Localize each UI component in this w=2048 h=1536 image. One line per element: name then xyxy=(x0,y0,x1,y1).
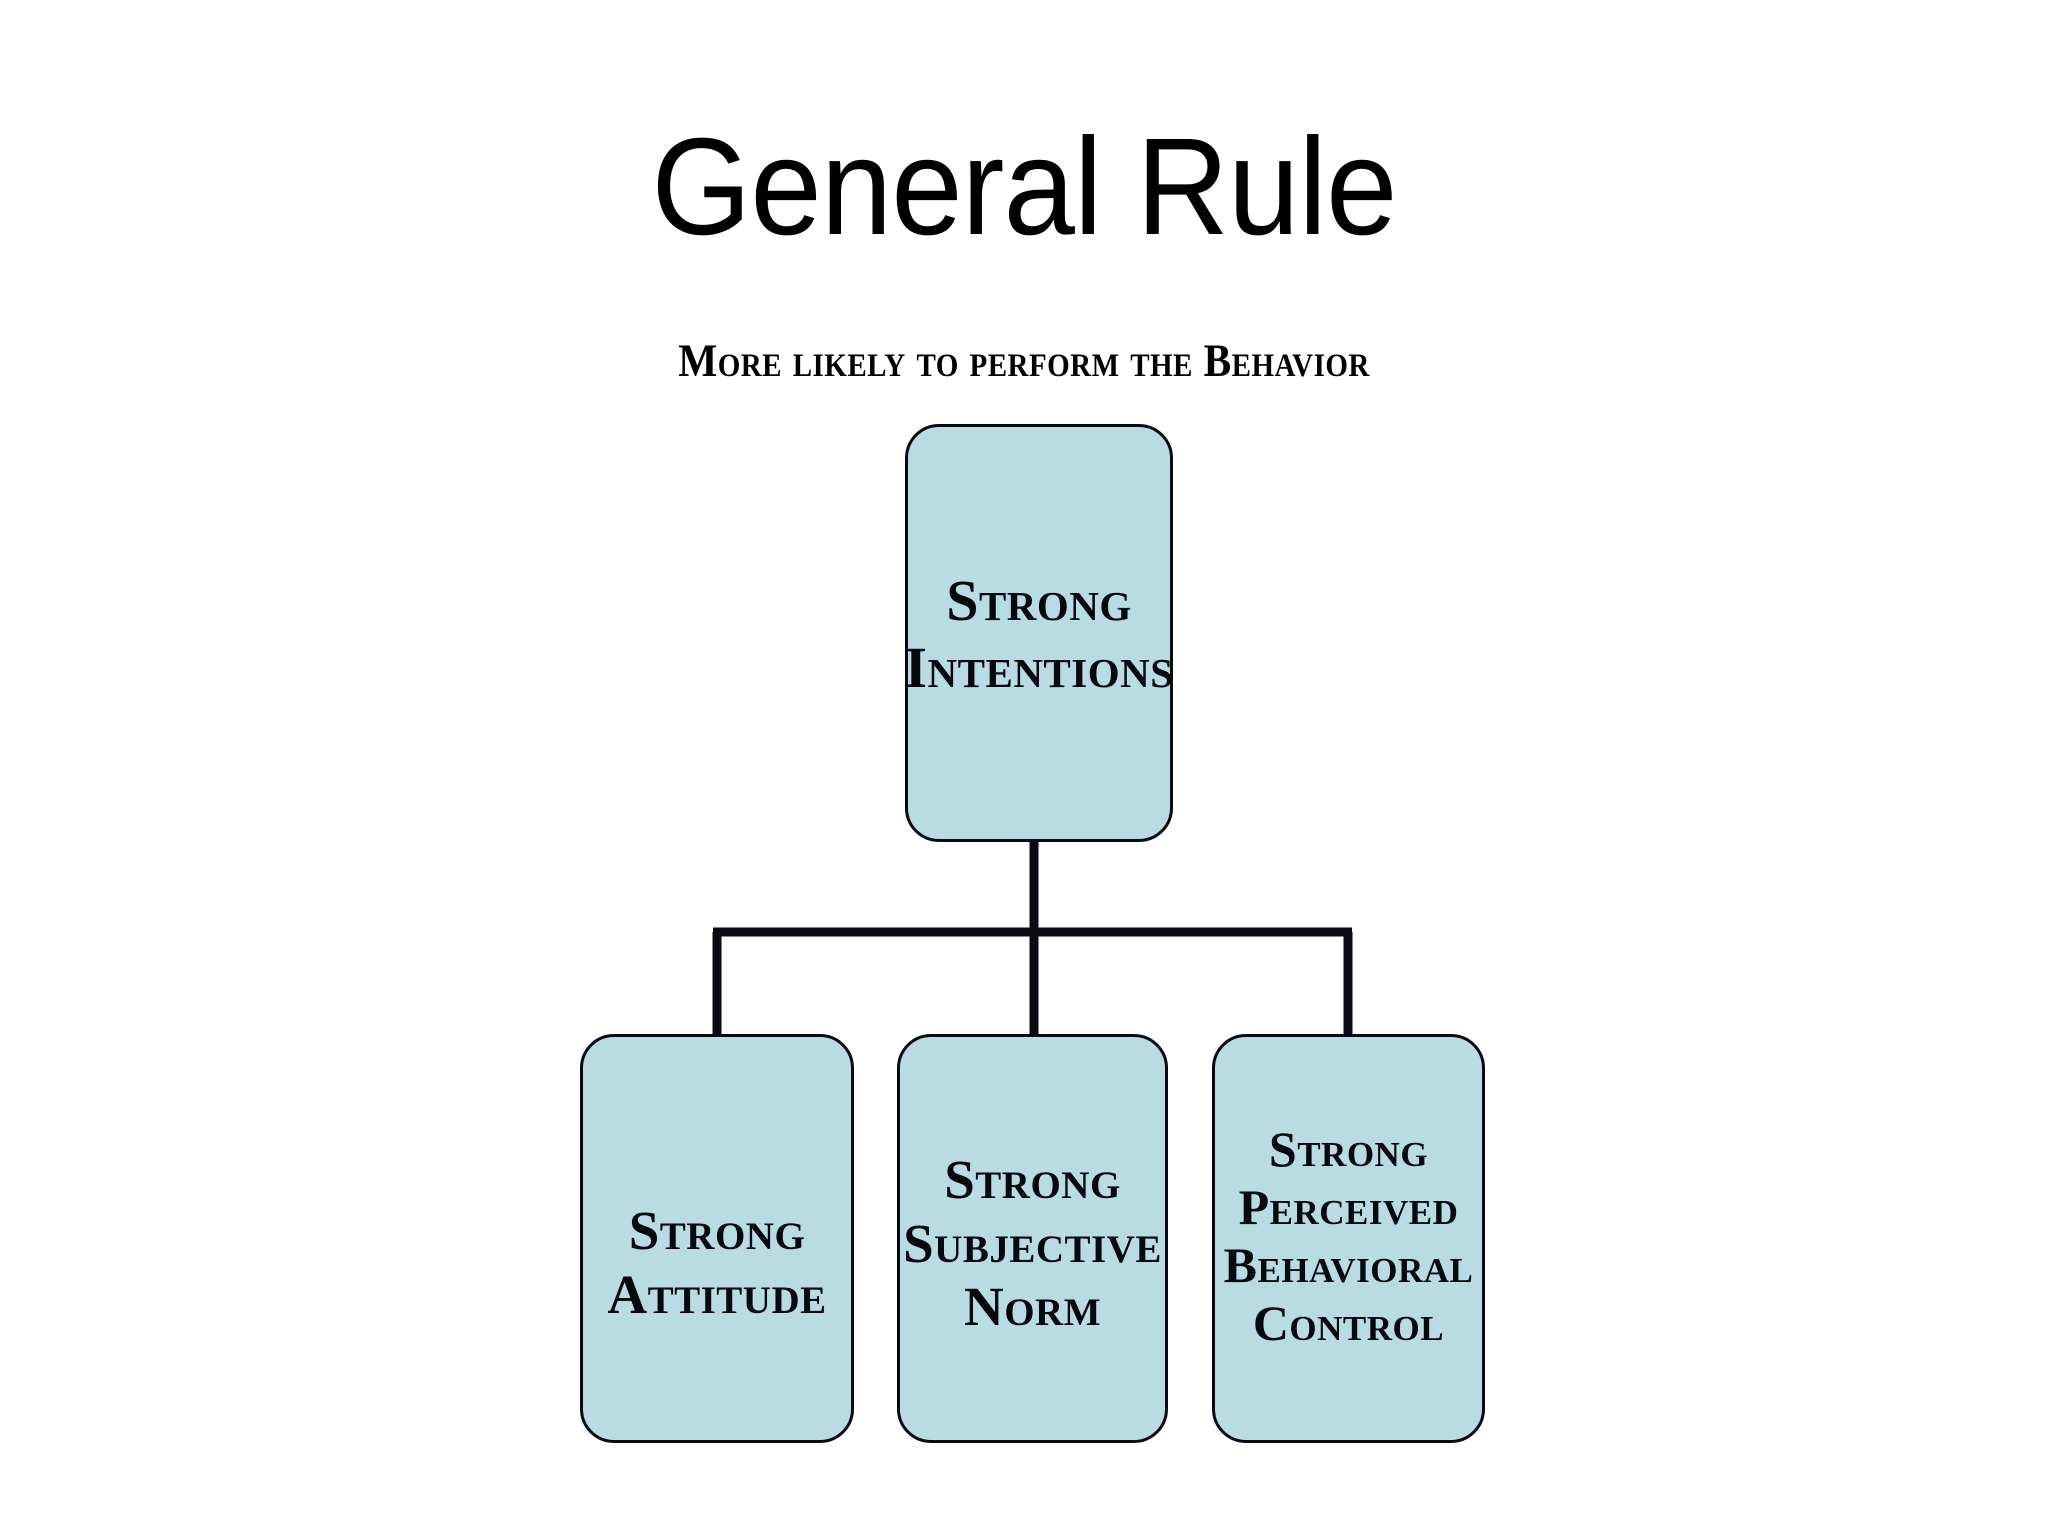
node-line: Control xyxy=(1252,1294,1445,1351)
node-strong-attitude-label: Strong Attitude xyxy=(607,1199,826,1327)
node-strong-subjective-norm[interactable]: Strong Subjective Norm xyxy=(897,1034,1168,1443)
node-line: Behavioral xyxy=(1223,1236,1474,1293)
node-line: Strong xyxy=(628,1199,806,1261)
node-line: Attitude xyxy=(607,1263,827,1325)
node-strong-perceived-behavioral-control-label: Strong Perceived Behavioral Control xyxy=(1224,1120,1474,1352)
node-strong-perceived-behavioral-control[interactable]: Strong Perceived Behavioral Control xyxy=(1212,1034,1485,1443)
node-line: Perceived xyxy=(1238,1178,1459,1235)
node-line: Norm xyxy=(963,1276,1102,1338)
page-title: General Rule xyxy=(651,110,1397,264)
node-line: Strong xyxy=(1268,1120,1429,1177)
node-line: Strong xyxy=(946,567,1132,633)
node-strong-intentions-label: Strong Intentions xyxy=(904,567,1173,702)
node-line: Strong xyxy=(944,1148,1121,1210)
node-strong-intentions[interactable]: Strong Intentions xyxy=(904,424,1173,842)
node-strong-subjective-norm-label: Strong Subjective Norm xyxy=(903,1148,1162,1339)
node-strong-attitude[interactable]: Strong Attitude xyxy=(580,1034,854,1443)
slide-subtitle: More likely to perform the Behavior xyxy=(678,335,1370,387)
node-line: Intentions xyxy=(904,635,1174,700)
node-line: Subjective xyxy=(903,1212,1162,1274)
